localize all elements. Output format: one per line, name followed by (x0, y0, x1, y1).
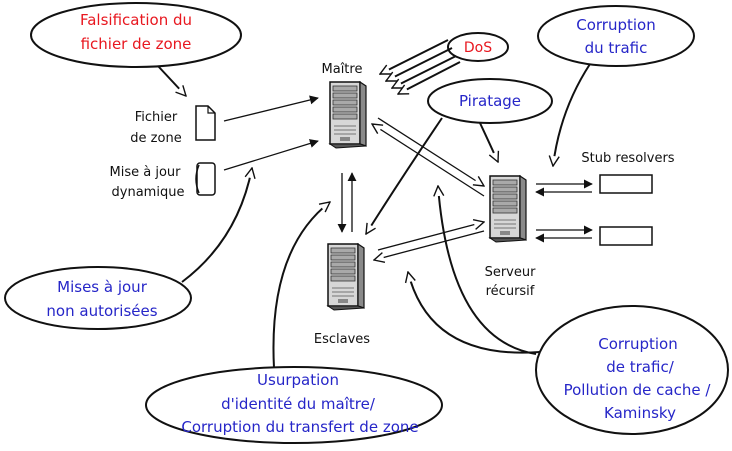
recursive-label-line: récursif (486, 284, 535, 299)
recursive-server: Serveur récursif (485, 175, 537, 299)
threat-master-spoofing: Usurpation d'identité du maître/ Corrupt… (145, 366, 443, 444)
threat-label-line: Corruption (598, 335, 677, 353)
zone-file: Fichier de zone (130, 105, 216, 146)
server-icon (489, 175, 527, 243)
threat-label-line: Pollution de cache / (564, 381, 712, 399)
threat-unauthorized-updates: Mises à jour non autorisées (4, 266, 192, 330)
master-label: Maître (322, 62, 363, 77)
slaves-label: Esclaves (314, 332, 370, 347)
slave-server: Esclaves (314, 243, 370, 347)
master-server: Maître (322, 62, 367, 149)
server-icon (329, 81, 367, 149)
threat-traffic-corruption-top: Corruption du trafic (537, 5, 695, 67)
document-icon (195, 105, 216, 141)
server-icon (327, 243, 365, 311)
threat-label-line: Usurpation (257, 371, 339, 389)
threat-label-line: Corruption (576, 16, 655, 34)
dynamic-update: Mise à jour dynamique (110, 162, 216, 200)
data-flow-arrows (223, 95, 593, 260)
threat-label-line: Falsification du (80, 11, 192, 29)
stub-resolver-box (599, 174, 653, 194)
threat-label: Piratage (459, 92, 521, 110)
stub-resolver-box (599, 226, 653, 246)
threat-dos: DoS (447, 32, 509, 62)
zone-file-label-line: de zone (130, 131, 181, 146)
zone-file-label-line: Fichier (135, 110, 178, 125)
stub-resolvers-label: Stub resolvers (581, 151, 674, 166)
recursive-label-line: Serveur (485, 265, 537, 280)
threat-zone-file-falsification: Falsification du fichier de zone (30, 2, 242, 68)
threat-label-line: d'identité du maître/ (221, 395, 376, 413)
dynamic-update-label-line: Mise à jour (110, 165, 182, 180)
threat-label-line: Mises à jour (57, 278, 148, 296)
threat-cache-pollution: Corruption de trafic/ Pollution de cache… (535, 305, 729, 435)
threat-arrows (157, 39, 591, 369)
cylinder-icon (195, 162, 216, 196)
stub-resolvers: Stub resolvers (581, 151, 675, 246)
threat-piracy: Piratage (427, 78, 553, 124)
threat-label-line: fichier de zone (81, 35, 192, 53)
threat-label-line: de trafic/ (606, 358, 674, 376)
threat-label-line: du trafic (585, 39, 648, 57)
dynamic-update-label-line: dynamique (112, 185, 185, 200)
threat-label-line: Corruption du transfert de zone (181, 418, 418, 436)
threat-label-line: Kaminsky (604, 404, 676, 422)
threat-label-line: non autorisées (46, 302, 157, 320)
threat-label: DoS (464, 40, 492, 56)
